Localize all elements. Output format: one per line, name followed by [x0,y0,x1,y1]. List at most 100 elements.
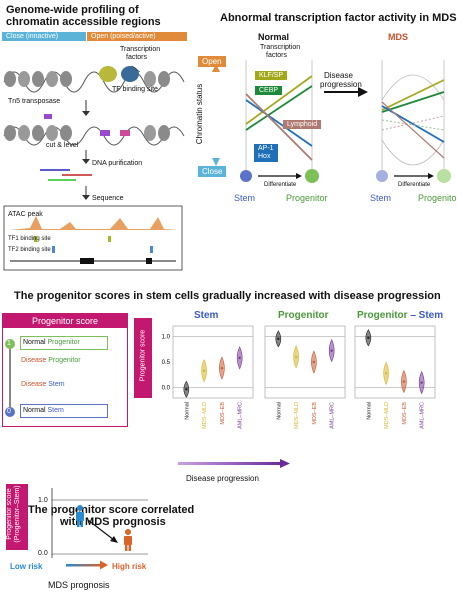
d-xlabel: MDS prognosis [48,580,110,590]
violin-panel-frame [354,325,436,399]
progression-arrow [178,459,290,468]
tf-label-2: factors [126,54,148,61]
close-tag: Close (innactive) [2,32,86,41]
panel-b-drawing [212,60,451,183]
stem-label-normal: Stem [234,193,256,203]
violin-median [420,381,423,384]
progenitor-label-mds: Progenitor [418,193,457,203]
panel-title-stem: Stem [194,310,219,321]
tf-proteins [99,66,139,82]
differentiate-mds: Differentiate [398,182,431,188]
high-risk-label: High risk [112,562,147,571]
category-label: AML–MRC [330,402,336,429]
legend-axis [5,339,15,417]
legend-title: Progenitor score [3,314,127,328]
klf-tag: KLF/SP [255,71,288,80]
progression-label-1: Disease [324,71,353,80]
panel-a-title-1: Genome-wide profiling of [6,4,139,16]
panel-title-diff: Progenitor – Stem [357,310,444,321]
category-label: Normal [276,402,282,420]
y-tick-label: 1.0 [162,334,171,340]
sequence-label: Sequence [92,195,124,202]
tf-label-1: Transcription [120,46,161,53]
panel-a-drawing [3,65,185,271]
normal-title: Normal [258,32,290,42]
legend-row-1: Normal Progenitor [20,336,108,350]
open-label: Open [198,56,226,67]
ap1-line-1: AP-1 [258,145,274,152]
low-risk-person [76,505,84,527]
b-tf-label-2: factors [266,52,288,59]
open-tag: Open (poised/active) [87,32,187,41]
progression-label: Disease progression [186,474,259,483]
violin-median [277,337,280,341]
legend-bottom-value: 0 [7,408,11,415]
ap1-line-2: Hox [258,153,271,160]
dna-reads [40,169,92,181]
risk-arrow [66,560,108,570]
b-tf-label-1: Transcription [260,44,301,51]
progenitor-label-normal: Progenitor [286,193,328,203]
close-label: Close [198,166,227,177]
violin-median [384,372,388,375]
panel-a-title-2: chromatin accessible regions [6,16,161,28]
violin-median [238,356,241,360]
lymphoid-tag: Lymphoid [283,120,322,129]
category-label: MDS–EB [220,402,226,425]
cebp-tag: CEBP [255,86,283,95]
category-label: MDS–MLD [202,402,208,429]
tn5-label: Tn5 transposase [8,98,61,105]
tf-site-label: TF binding site [112,86,158,93]
chromatin-row-2 [3,114,185,146]
panel-d-title-2: with MDS prognosis [60,516,166,528]
d-ytick-top: 1.0 [38,497,48,504]
violin-panel-frame [264,325,346,399]
legend-row-2: Disease Progenitor [21,357,81,364]
d-ytick-bottom: 0.0 [38,550,48,557]
atac-label: ATAC peak [8,211,43,218]
legend-top-value: 1 [7,340,11,347]
panel-b-title: Abnormal transcription factor activity i… [220,12,457,24]
y-axis-label-bar [134,318,152,398]
y-axis-label: Progenitor score [139,329,147,382]
panel-title-progenitor: Progenitor [278,310,329,321]
tf2-label: TF2 binding site [8,247,51,253]
cut-label: cut & level [46,142,79,149]
panel-c-title: The progenitor scores in stem cells grad… [14,290,441,302]
chromatin-row-1 [3,71,185,93]
violin-median [185,388,188,391]
violin-median [202,369,206,372]
purification-label: DNA purification [92,160,143,167]
tf1-label: TF1 binding site [8,236,51,242]
prognosis-plot [51,488,148,558]
category-label: MDS–EB [312,402,318,425]
legend-row-4: Normal Stem [20,404,108,418]
y-tick-label: 0.5 [162,360,171,366]
category-label: Normal [366,402,372,420]
legend-box: Progenitor score [2,313,128,427]
category-label: AML–MRC [238,402,244,429]
violin-median [220,366,224,370]
violin-median [312,360,316,364]
violin-median [294,355,298,359]
violin-median [330,349,333,352]
mds-title: MDS [388,32,408,42]
legend-row-3: Disease Stem [21,381,65,388]
category-label: AML–MRC [420,402,426,429]
category-label: MDS–EB [402,402,408,425]
category-label: MDS–MLD [294,402,300,429]
d-y-label: Progenitor score (Progenitor–Stem) [6,485,21,543]
violin-panel-frame [172,325,254,399]
progression-label-2: progression [320,80,362,89]
category-label: Normal [184,402,190,420]
violin-median [367,336,370,340]
y-tick-label: 0.0 [162,386,171,392]
low-risk-label: Low risk [10,562,43,571]
violin-median [402,380,406,383]
stem-label-mds: Stem [370,193,392,203]
differentiate-normal: Differentiate [264,182,297,188]
high-risk-person [124,529,132,551]
panel-d-title-1: The progenitor score correlated [28,504,195,516]
ap1-tag: AP-1 Hox [254,144,278,162]
